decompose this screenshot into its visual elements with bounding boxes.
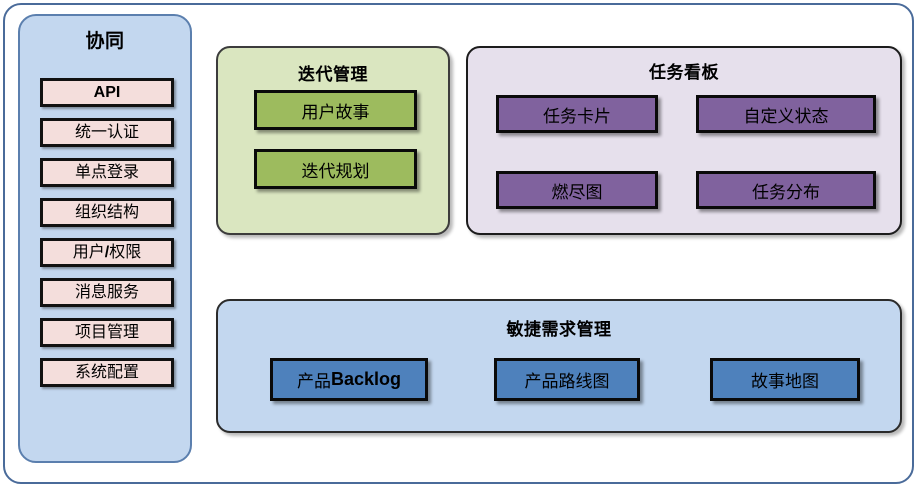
sidebar-item-user-permission[interactable]: 用户/权限 xyxy=(40,238,174,267)
sidebar-item-single-sign-on[interactable]: 单点登录 xyxy=(40,158,174,187)
outer-frame-border xyxy=(3,3,914,484)
iteration-management-title: 迭代管理 xyxy=(298,65,368,84)
sidebar-item-project-management[interactable]: 项目管理 xyxy=(40,318,174,347)
agile-box-product-backlog-prefix: 产品 xyxy=(296,372,331,391)
sidebar-item-user-permission-prefix: 用户 xyxy=(72,244,105,261)
taskboard-box-task-card[interactable]: 任务卡片 xyxy=(496,95,658,133)
agile-requirements-title: 敏捷需求管理 xyxy=(506,320,612,339)
sidebar-item-org-structure[interactable]: 组织结构 xyxy=(40,198,174,227)
iteration-management-panel[interactable]: 迭代管理 用户故事 迭代规划 xyxy=(216,46,450,235)
sidebar-title: 协同 xyxy=(85,31,125,52)
sidebar-item-list: API 统一认证 单点登录 组织结构 用户/权限 消息服务 项目管理 系统配置 xyxy=(40,78,174,398)
sidebar-item-api[interactable]: API xyxy=(40,78,174,107)
sidebar-item-unified-auth[interactable]: 统一认证 xyxy=(40,118,174,147)
task-board-title: 任务看板 xyxy=(649,63,719,82)
taskboard-box-burndown-chart[interactable]: 燃尽图 xyxy=(496,171,658,209)
agile-box-story-map[interactable]: 故事地图 xyxy=(710,358,860,401)
taskboard-box-task-distribution[interactable]: 任务分布 xyxy=(696,171,876,209)
iteration-box-user-story[interactable]: 用户故事 xyxy=(254,90,417,130)
sidebar-panel-collaboration[interactable]: 协同 API 统一认证 单点登录 组织结构 用户/权限 消息服务 项目管理 系统… xyxy=(18,14,192,463)
sidebar-item-user-permission-suffix: 权限 xyxy=(109,244,142,261)
task-board-panel[interactable]: 任务看板 任务卡片 自定义状态 燃尽图 任务分布 xyxy=(466,46,902,235)
sidebar-item-system-config[interactable]: 系统配置 xyxy=(40,358,174,387)
sidebar-item-user-permission-slash: / xyxy=(104,244,110,261)
agile-box-product-roadmap[interactable]: 产品路线图 xyxy=(494,358,640,401)
iteration-box-iteration-planning[interactable]: 迭代规划 xyxy=(254,149,417,189)
sidebar-item-message-service[interactable]: 消息服务 xyxy=(40,278,174,307)
agile-box-product-backlog-suffix: Backlog xyxy=(330,369,402,389)
taskboard-box-custom-status[interactable]: 自定义状态 xyxy=(696,95,876,133)
